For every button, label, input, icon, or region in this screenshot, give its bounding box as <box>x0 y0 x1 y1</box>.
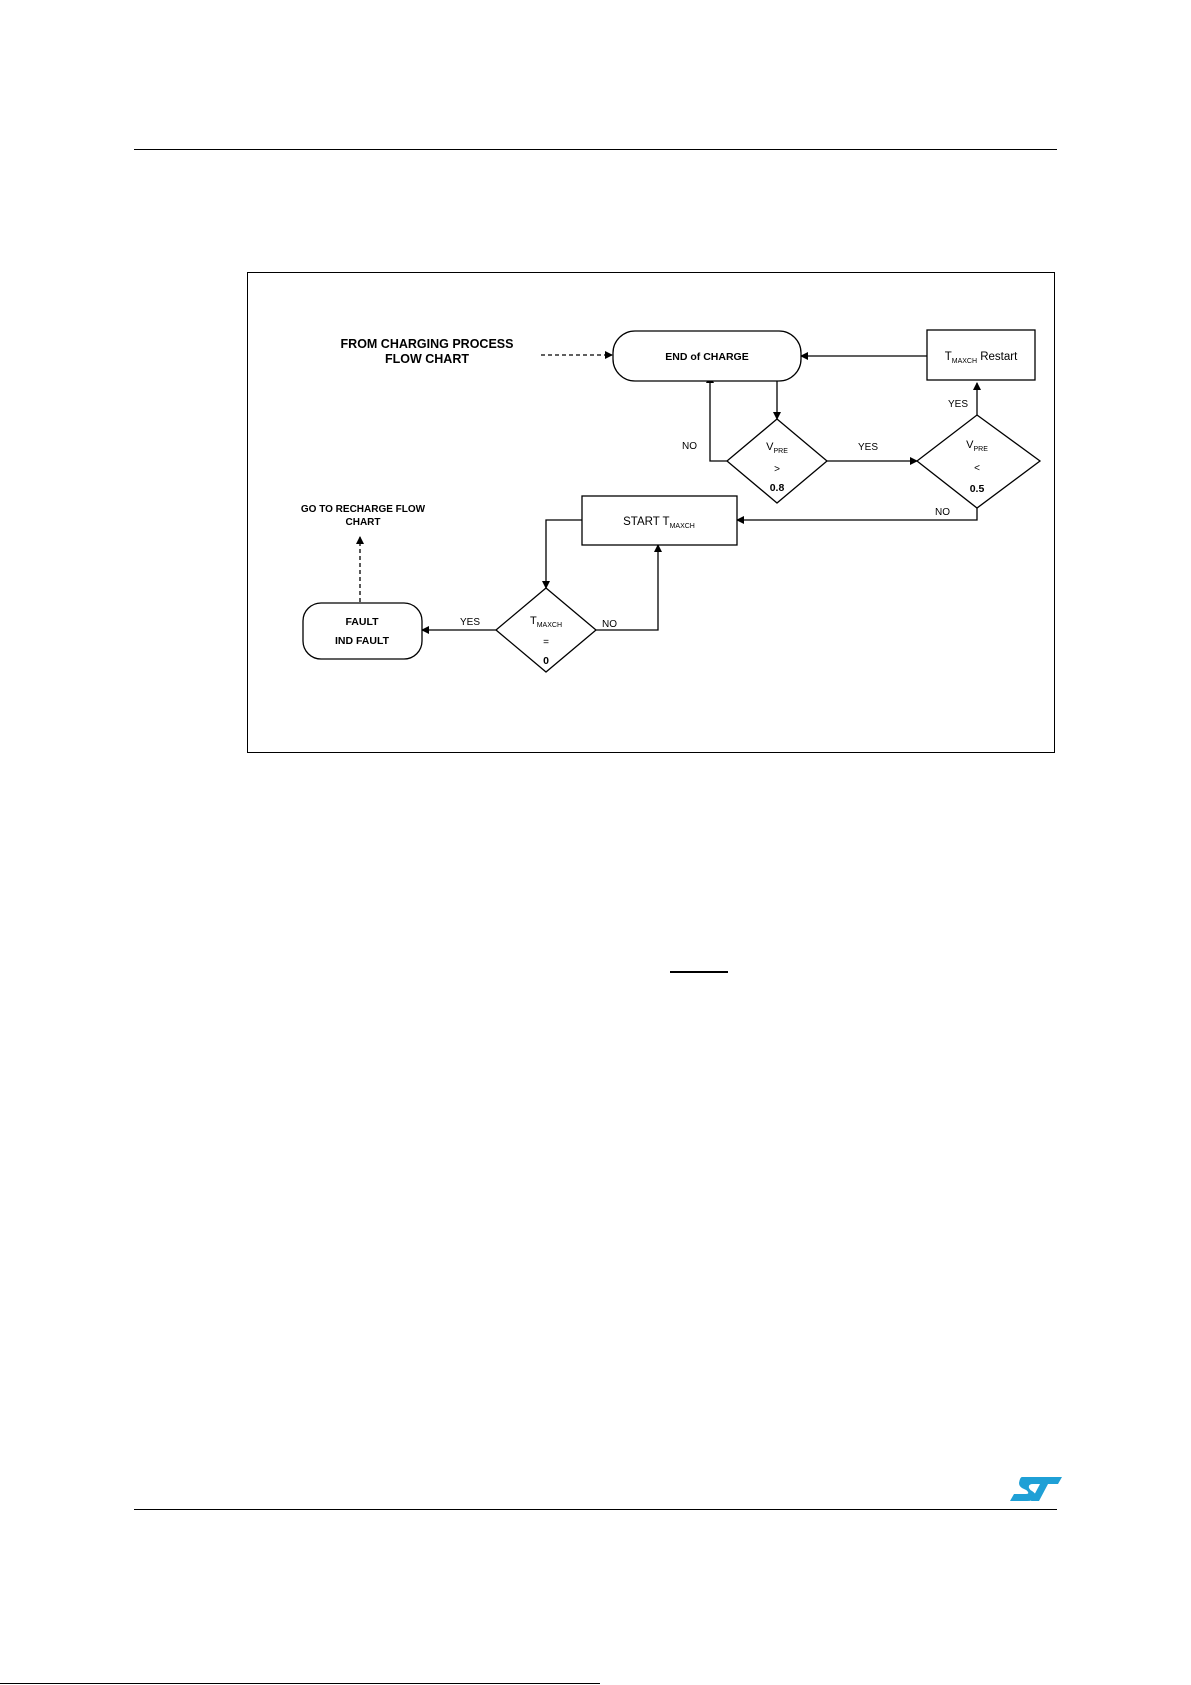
arrow-no-back-to-start <box>596 545 658 630</box>
tmaxch-eq-value: 0 <box>543 655 549 667</box>
edge-label-no-left: NO <box>682 441 697 452</box>
edge-label-yes-mid: YES <box>858 442 878 453</box>
end-of-charge-label: END of CHARGE <box>665 351 748 363</box>
vpre-gt-value: 0.8 <box>770 482 785 494</box>
vpre-lt-value: 0.5 <box>970 483 985 495</box>
from-charging-label-2: FLOW CHART <box>385 352 469 366</box>
from-charging-label-1: FROM CHARGING PROCESS <box>341 337 514 351</box>
edge-label-yes-fault: YES <box>460 617 480 628</box>
ind-fault-label: IND FAULT <box>335 635 390 647</box>
arrow-start-to-tmaxch-eq <box>546 520 582 588</box>
header-rule <box>134 149 1057 150</box>
arrow-no-back-to-end <box>710 376 727 461</box>
edge-label-no-right: NO <box>935 507 950 518</box>
goto-recharge-label-2: CHART <box>346 517 381 528</box>
vpre-lt-operator: < <box>974 463 980 474</box>
tmaxch-eq-operator: = <box>543 637 549 648</box>
edge-label-yes-up: YES <box>948 399 968 410</box>
st-logo-icon <box>1008 1474 1064 1504</box>
vpre-gt-operator: > <box>774 464 780 475</box>
goto-recharge-label-1: GO TO RECHARGE FLOW <box>301 504 426 515</box>
footer-rule <box>134 1509 1057 1510</box>
fault-terminator <box>303 603 422 659</box>
flowchart: FROM CHARGING PROCESS FLOW CHART END of … <box>247 272 1055 753</box>
edge-label-no-bottom: NO <box>602 619 617 630</box>
fault-label: FAULT <box>345 616 379 628</box>
underline-mark <box>670 971 728 973</box>
footnote-rule <box>0 1683 600 1684</box>
